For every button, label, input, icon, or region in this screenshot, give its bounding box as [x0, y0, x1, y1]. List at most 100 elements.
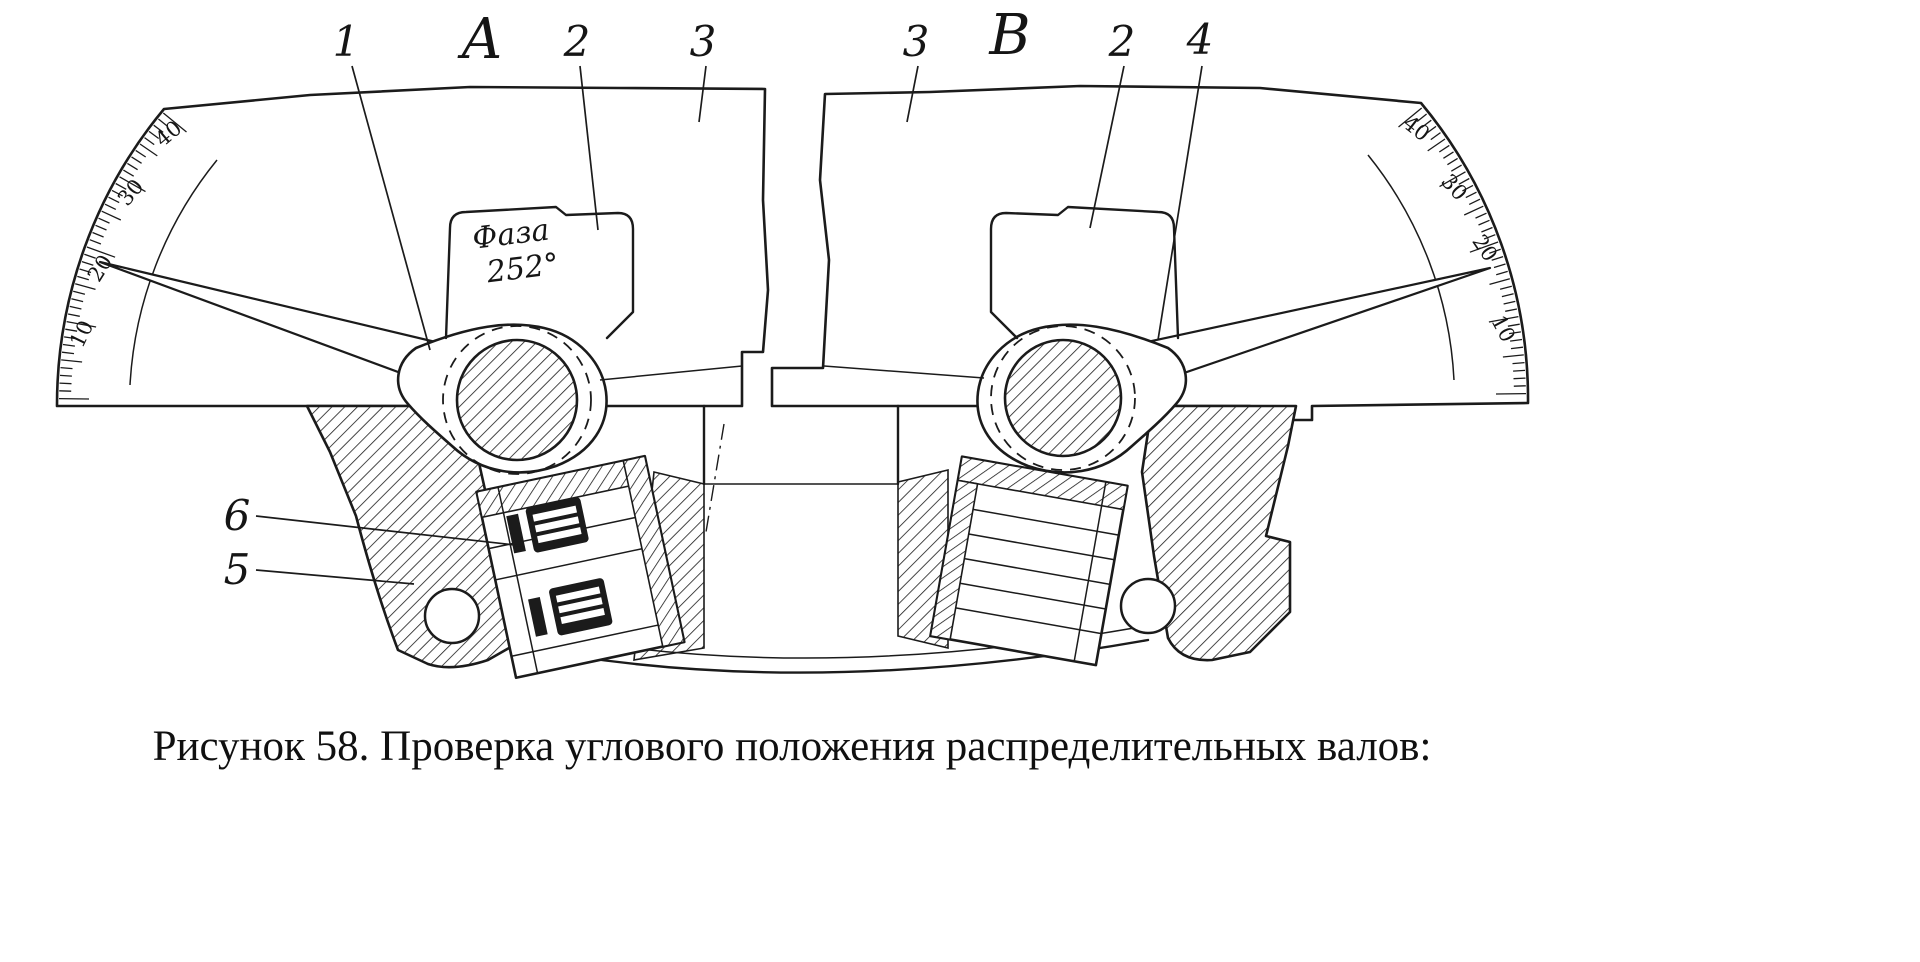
scale-tick: [64, 336, 76, 340]
scale-tick: [1491, 255, 1504, 261]
scale-tick: [95, 224, 107, 231]
scale-tick: [1512, 361, 1525, 365]
scale-tick: [162, 112, 187, 133]
scale-tick: [1465, 191, 1477, 199]
left-cam-dashed-circle: [442, 325, 592, 475]
left-cam-journal: [455, 338, 579, 462]
scale-tick: [86, 246, 116, 258]
scale-tick: [1463, 205, 1484, 216]
scale-tick: [1493, 263, 1506, 269]
left-scale-ticks: [58, 112, 187, 400]
scale-tick: [1478, 219, 1490, 226]
callout-3-left: 3: [690, 17, 717, 66]
scale-tick: [1509, 331, 1521, 335]
scale-tick: [1489, 248, 1501, 254]
scale-tick: [1489, 278, 1510, 286]
callout-5: 5: [224, 545, 251, 594]
right-cam-dashed-circle: [990, 325, 1136, 471]
scale-tick: [144, 137, 155, 146]
scale-tick: [1483, 234, 1496, 240]
callout-3-right: 3: [903, 17, 930, 66]
scale-tick: [104, 203, 117, 210]
scale-tick: [108, 196, 120, 204]
right-cover-outline: [770, 84, 1530, 422]
left-cap-outline: [444, 205, 635, 340]
scale-tick: [1443, 151, 1454, 159]
leader-2-left: [579, 65, 599, 231]
scale-tick: [1510, 346, 1524, 350]
scale-tick: [67, 313, 80, 317]
scale-tick: [65, 328, 78, 332]
scale-tick: [119, 176, 146, 193]
right-section-hatched: [1140, 404, 1298, 662]
scale-tick: [62, 343, 75, 347]
scale-tick: [98, 217, 110, 224]
scale-tick: [1439, 171, 1466, 188]
leader-4: [1157, 65, 1203, 341]
scale-tick: [60, 366, 73, 370]
right-cam-journal: [1003, 338, 1123, 458]
callout-labels: 1 А 2 3 3 В 2 4 6 5: [224, 3, 1214, 594]
valve-spring-clip-upper: [506, 497, 589, 554]
left-lobe-extension: [599, 365, 743, 381]
scale-tick: [75, 283, 96, 291]
leader-1: [351, 65, 431, 351]
left-camshaft: [396, 323, 743, 475]
right-camshaft: [823, 323, 1188, 474]
scale-tick: [111, 189, 123, 197]
leader-3-right: [906, 65, 919, 123]
scale-tick: [1501, 293, 1514, 298]
scale-tick: [123, 169, 135, 177]
scale-tick: [1430, 132, 1441, 141]
right-scale-inner-arc: [1367, 154, 1455, 381]
scale-tick: [1450, 164, 1462, 172]
left-bolt-bore: [423, 587, 481, 645]
scale-tick: [131, 156, 142, 164]
left-scale-inner-arc: [129, 159, 218, 386]
scale-tick: [1416, 113, 1428, 123]
scale-tick: [1462, 184, 1474, 192]
scale-tick: [1513, 369, 1526, 372]
scale-tick: [153, 124, 164, 133]
scale-tick: [1502, 354, 1524, 358]
scale-tick: [1510, 338, 1523, 342]
scale-tick: [115, 182, 127, 190]
scale-tick: [1447, 157, 1458, 166]
scale-tick: [84, 253, 96, 259]
view-label-a: А: [457, 7, 503, 72]
scale-tick: [61, 351, 75, 355]
scale-tick: [1427, 138, 1446, 152]
scale-tick: [1505, 308, 1518, 312]
scale-tick: [101, 210, 122, 221]
leader-2-right: [1089, 65, 1125, 229]
scale-tick: [92, 231, 104, 238]
scale-tick: [1499, 285, 1512, 290]
right-lobe-extension: [823, 365, 985, 379]
scale-tick: [1425, 125, 1437, 135]
scale-tick: [1475, 212, 1487, 219]
scale-tick: [73, 290, 86, 295]
lower-casting: [305, 404, 1298, 680]
right-bolt-bore: [1119, 577, 1177, 635]
callout-4: 4: [1186, 15, 1214, 64]
callout-2-right: 2: [1108, 17, 1136, 66]
scale-tick: [1513, 377, 1526, 380]
scale-tick: [81, 260, 94, 266]
scale-tick: [1438, 144, 1450, 153]
scale-tick: [135, 149, 147, 158]
callout-1: 1: [333, 17, 360, 66]
leader-5: [255, 569, 415, 585]
scale-tick: [1468, 198, 1481, 205]
scale-tick: [1469, 241, 1499, 253]
scale-tick: [139, 143, 158, 157]
right-scale-ticks: [1398, 107, 1527, 395]
scale-tick: [1458, 177, 1470, 185]
center-dash-line: [705, 423, 725, 533]
scale-tick: [1496, 270, 1508, 276]
scale-tick: [1481, 226, 1493, 233]
callout-2-left: 2: [563, 17, 591, 66]
scale-tick: [69, 305, 82, 310]
scale-tick: [1507, 323, 1520, 327]
